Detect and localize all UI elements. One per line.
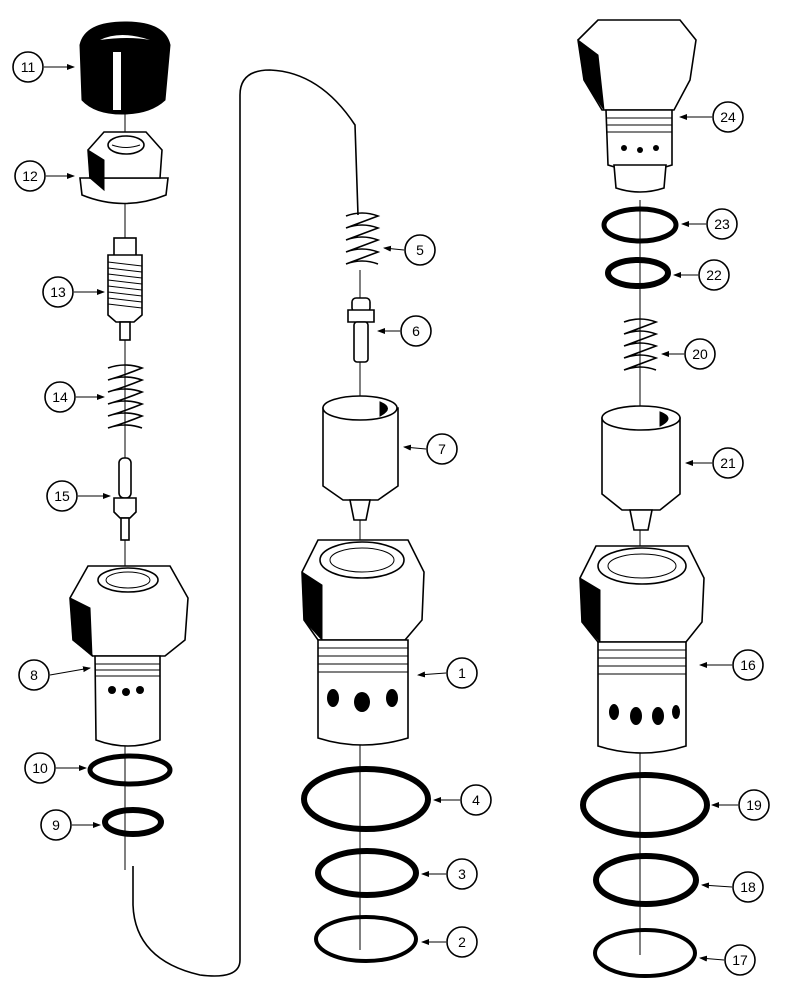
part-adjusting-screw [107,237,143,341]
svg-text:24: 24 [720,109,736,125]
svg-text:8: 8 [30,667,38,683]
callout-6: 6 [377,315,432,347]
callout-12: 12 [14,160,75,192]
part-pin-center [347,297,375,363]
svg-text:22: 22 [706,267,722,283]
svg-text:9: 9 [52,817,60,833]
part-spring-left [107,364,145,429]
callout-22: 22 [673,259,730,291]
svg-text:3: 3 [458,866,466,882]
callout-11: 11 [12,51,75,83]
part-o-ring-10 [87,753,173,787]
part-valve-body-center [301,539,425,746]
part-o-ring-23 [601,206,679,244]
svg-text:13: 13 [50,284,66,300]
part-sleeve-center [322,395,399,521]
svg-text:10: 10 [32,760,48,776]
part-valve-body-left [69,565,189,747]
part-o-ring-17 [593,928,697,978]
part-sleeve-right [601,405,681,531]
svg-text:1: 1 [458,665,466,681]
callout-19: 19 [711,789,770,821]
callout-14: 14 [44,381,105,413]
svg-text:17: 17 [732,952,748,968]
callout-3: 3 [421,858,478,890]
callout-7: 7 [403,433,458,465]
svg-text:6: 6 [412,323,420,339]
svg-text:23: 23 [714,216,730,232]
callout-24: 24 [679,101,744,133]
callout-1: 1 [417,657,478,689]
callout-17: 17 [699,944,756,976]
svg-text:11: 11 [21,59,36,75]
part-o-ring-19 [580,772,710,838]
callout-2: 2 [421,926,478,958]
part-valve-body-right [579,545,705,754]
callout-23: 23 [681,208,738,240]
callout-18: 18 [701,871,764,903]
callout-5: 5 [383,234,436,266]
part-plug [577,19,697,193]
part-backup-ring-9 [102,807,164,837]
part-poppet-pin [113,457,137,541]
part-o-ring-2 [314,915,418,963]
callout-10: 10 [24,752,87,784]
svg-text:7: 7 [438,441,446,457]
svg-text:16: 16 [740,657,756,673]
svg-text:20: 20 [692,346,708,362]
svg-text:18: 18 [740,879,756,895]
wire-loop [132,69,359,977]
svg-text:19: 19 [746,797,762,813]
callout-9: 9 [40,809,101,841]
svg-text:14: 14 [52,389,68,405]
callout-8: 8 [18,659,91,691]
svg-text:15: 15 [54,488,70,504]
part-cap [79,21,171,115]
svg-text:12: 12 [22,168,38,184]
callout-4: 4 [433,784,492,816]
svg-text:4: 4 [472,792,480,808]
svg-text:21: 21 [720,455,736,471]
callout-16: 16 [699,649,764,681]
part-backup-ring-22 [605,257,671,289]
part-backup-ring-18 [593,853,699,907]
part-o-ring-4 [301,766,431,832]
part-spring-center [345,212,381,265]
svg-text:2: 2 [458,934,466,950]
part-backup-ring-3 [315,848,419,898]
svg-text:5: 5 [416,242,424,258]
part-spring-right [623,318,659,371]
callout-21: 21 [685,447,744,479]
callout-20: 20 [661,338,716,370]
callout-15: 15 [46,480,111,512]
callout-13: 13 [42,276,105,308]
part-lock-nut [79,131,169,205]
